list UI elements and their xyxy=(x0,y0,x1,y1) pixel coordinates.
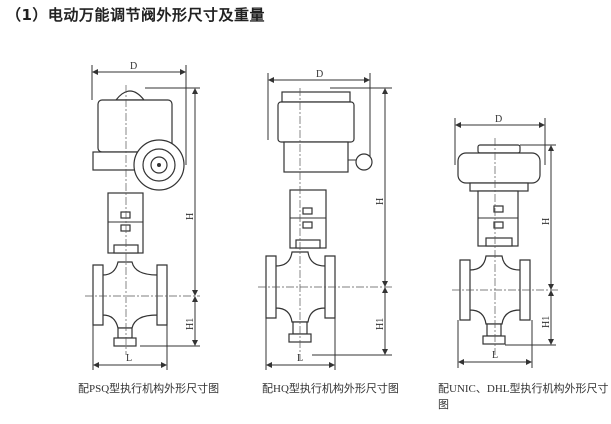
dim-h-label: H xyxy=(541,218,552,225)
caption-unic-dhl: 配UNIC、DHL型执行机构外形尺寸图 xyxy=(438,383,609,411)
drawing-hq: D H H1 L xyxy=(258,69,392,370)
page-title: （1）电动万能调节阀外形尺寸及重量 xyxy=(6,6,265,24)
caption-hq: 配HQ型执行机构外形尺寸图 xyxy=(262,383,399,395)
dim-l-label: L xyxy=(126,353,132,364)
dim-d-label: D xyxy=(130,61,137,72)
dim-l-label: L xyxy=(297,353,303,364)
dim-l-label: L xyxy=(492,350,498,361)
dim-h1-label: H1 xyxy=(541,316,552,328)
dim-h1-label: H1 xyxy=(185,318,196,330)
dim-h-label: H xyxy=(375,198,386,205)
drawing-psq: D H H1 L xyxy=(85,61,200,370)
dim-h-label: H xyxy=(185,213,196,220)
dim-h1-label: H1 xyxy=(375,318,386,330)
dim-d-label: D xyxy=(495,114,502,125)
drawing-unic-dhl: D H H1 L xyxy=(452,114,558,368)
caption-psq: 配PSQ型执行机构外形尺寸图 xyxy=(78,383,220,395)
dim-d-label: D xyxy=(316,69,323,80)
